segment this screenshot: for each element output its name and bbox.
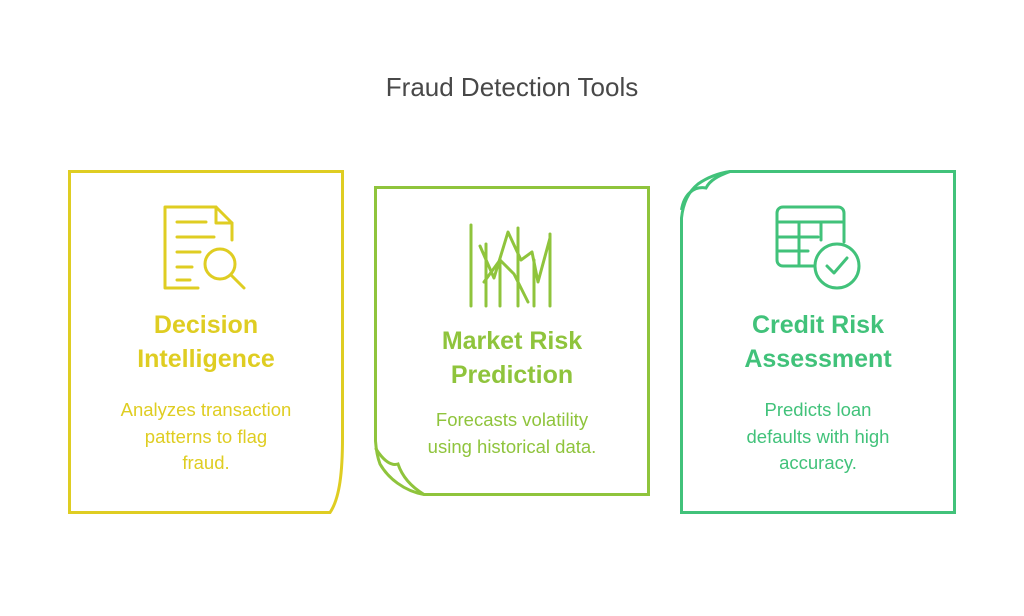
document-search-icon — [163, 205, 246, 290]
card-description: Analyzes transaction patterns to flag fr… — [120, 399, 292, 473]
card-description: Predicts loan defaults with high accurac… — [746, 399, 890, 473]
table-check-icon — [775, 205, 861, 290]
card-decision-intelligence: Decision Intelligence Analyzes transacti… — [68, 170, 344, 514]
card-frame — [374, 186, 650, 496]
line-chart-icon — [469, 223, 552, 308]
card-title: Credit Risk Assessment — [744, 311, 892, 373]
card-description: Forecasts volatility using historical da… — [427, 409, 597, 457]
card-credit-risk-assessment: Credit Risk Assessment Predicts loan def… — [680, 170, 956, 514]
card-title: Market Risk Prediction — [441, 327, 583, 389]
card-market-risk-prediction: Market Risk Prediction Forecasts volatil… — [374, 186, 650, 496]
card-frame — [68, 170, 344, 514]
card-title: Decision Intelligence — [137, 311, 275, 373]
page-title: Fraud Detection Tools — [385, 72, 639, 102]
card-frame — [680, 170, 956, 514]
